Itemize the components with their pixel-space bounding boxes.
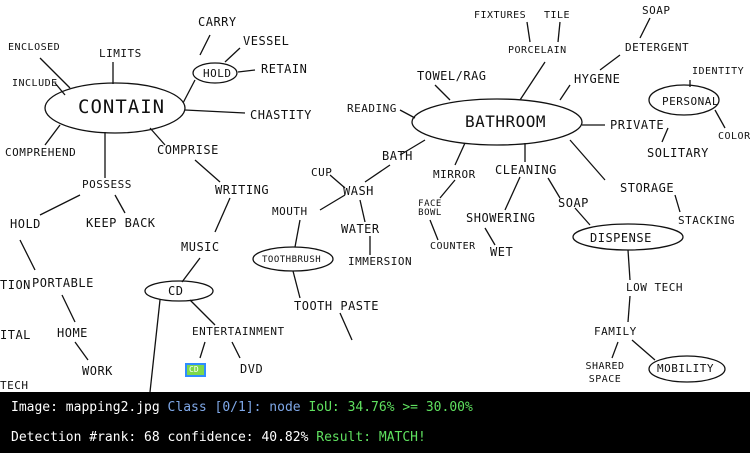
word-fixtures: FIXTURES [474,10,527,21]
word-family: FAMILY [594,325,637,338]
word-home: HOME [57,326,88,340]
word-storage: STORAGE [620,181,675,195]
word-comprehend: COMPREHEND [5,146,77,159]
word-mobility: MOBILITY [657,362,714,375]
mind-map-image: ENCLOSED LIMITS CARRY VESSEL HOLD RETAIN… [0,4,750,392]
word-color: COLOR [718,131,750,142]
status-bar: Image: mapping2.jpg Class [0/1]: node Io… [0,392,750,453]
word-wet: WET [490,245,514,259]
detection-label: Detection #rank: 68 confidence: 40.82% [11,430,309,445]
word-carry: CARRY [198,15,237,29]
word-limits: LIMITS [99,47,142,60]
word-water: WATER [341,222,380,236]
word-portable: PORTABLE [32,276,94,290]
contain-oval [44,82,186,134]
word-toothpaste: TOOTH PASTE [294,299,379,313]
word-tion: TION [0,278,31,292]
word-possess: POSSESS [82,178,132,191]
word-dvd: DVD [240,362,264,376]
word-hold-left: HOLD [10,217,41,231]
word-retain: RETAIN [261,62,308,76]
word-towel: TOWEL/RAG [417,69,487,83]
cd-oval [144,280,214,302]
result-label: Result: MATCH! [316,430,426,445]
word-bathroom: BATHROOM [465,112,547,131]
word-music: MUSIC [181,240,220,254]
mind-map-lines [19,17,726,392]
status-line-2: Detection #rank: 68 confidence: 40.82% R… [11,430,426,445]
word-tech: TECH [0,379,29,392]
hold-oval [192,62,238,84]
word-detergent: DETERGENT [625,41,690,54]
image-label: Image: mapping2.jpg [11,400,160,415]
word-mouth: MOUTH [272,205,308,218]
word-keep-back: KEEP BACK [86,216,156,230]
word-face-bowl: FACE BOWL [418,199,442,218]
word-contain: CONTAIN [78,96,166,118]
word-hygiene: HYGENE [574,72,621,86]
word-dispense: DISPENSE [590,231,652,245]
word-cleaning: CLEANING [495,163,557,177]
word-tile: TILE [544,10,571,21]
word-showering: SHOWERING [466,211,536,225]
word-personal: PERSONAL [662,95,719,108]
word-enclosed: ENCLOSED [8,42,61,53]
word-wash: WASH [343,184,374,198]
word-cup: CUP [311,166,333,179]
word-solitary: SOLITARY [647,146,709,160]
word-entertainment: ENTERTAINMENT [192,325,285,338]
word-bath: BATH [382,149,413,163]
word-chastity: CHASTITY [250,108,312,122]
word-toothbrush: TOOTHBRUSH [262,255,322,265]
word-vessel: VESSEL [243,34,290,48]
detection-box-label: CD [189,365,199,374]
word-stacking: STACKING [678,214,735,227]
iou-label: IoU: 34.76% >= 30.00% [308,400,473,415]
word-cd: CD [168,284,184,298]
word-hold-top: HOLD [203,67,232,80]
bathroom-oval [411,98,583,146]
word-counter: COUNTER [430,241,476,252]
word-porcelain: PORCELAIN [508,45,567,56]
word-identity: IDENTITY [692,66,745,77]
word-low-tech: LOW TECH [626,281,683,294]
mobility-oval [648,355,726,383]
detection-box: CD [185,363,206,377]
class-label: Class [0/1]: node [167,400,301,415]
word-immersion: IMMERSION [348,255,413,268]
word-mirror: MIRROR [433,168,476,181]
word-reading: READING [347,102,397,115]
word-writing: WRITING [215,183,270,197]
word-comprise: COMPRISE [157,143,219,157]
word-soap-top: SOAP [642,4,671,17]
word-private: PRIVATE [610,118,665,132]
personal-oval [648,84,720,116]
word-work: WORK [82,364,113,378]
status-line-1: Image: mapping2.jpg Class [0/1]: node Io… [11,400,473,415]
word-shared-space: SHARED SPACE [585,361,625,385]
word-ital: ITAL [0,328,31,342]
word-soap-mid: SOAP [558,196,589,210]
word-include: INCLUDE [12,78,58,89]
